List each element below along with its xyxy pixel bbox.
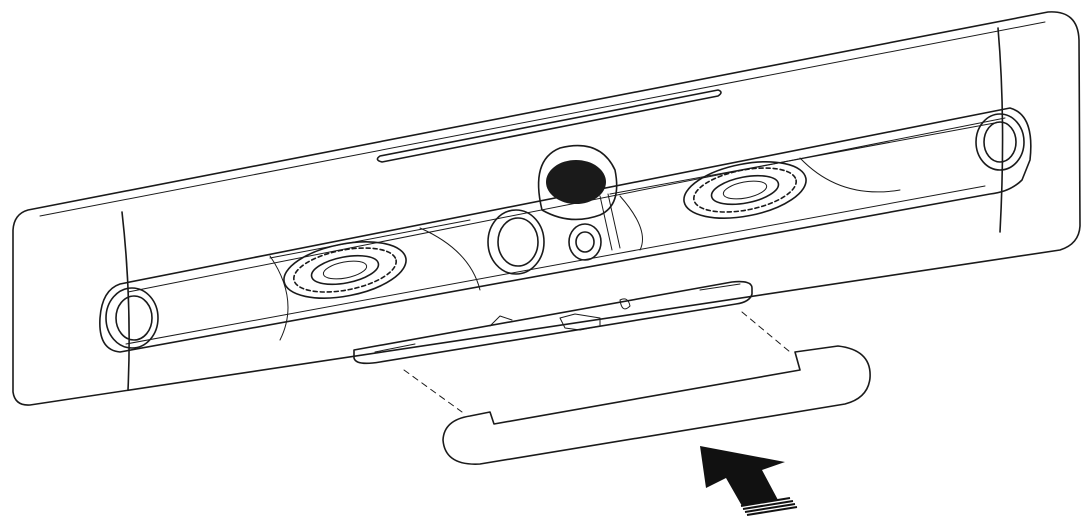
cover-plate-shape (442, 345, 871, 465)
bar-body-outline (12, 11, 1081, 406)
right-end-microphone-outer (975, 113, 1025, 171)
right-speaker (683, 161, 807, 219)
center-divider (599, 193, 621, 251)
grille-curve-left (269, 227, 481, 341)
panel-lower-edge (269, 121, 1001, 259)
left-end-cap-line (121, 211, 130, 391)
status-light-slot (376, 89, 722, 163)
center-sensor-large-inner (497, 217, 539, 267)
insertion-arrow-icon (700, 446, 798, 516)
video-bar-device (12, 11, 1081, 413)
bar-top-edge (39, 21, 1046, 217)
speaker-panel-outline (99, 107, 1032, 353)
center-sensor-small-inner (575, 231, 595, 253)
grille-curve-right (619, 157, 901, 251)
right-end-microphone-inner (983, 121, 1017, 163)
left-end-microphone-outer (105, 287, 159, 349)
arrow-head (700, 446, 785, 506)
center-sensor-small (568, 223, 602, 261)
center-sensor-large (487, 209, 545, 275)
speaker-panel-inner (125, 117, 1006, 345)
right-end-cap-line (997, 27, 1004, 233)
camera (537, 144, 618, 221)
camera-lens (546, 160, 606, 204)
mounting-bracket (353, 280, 753, 365)
left-speaker (283, 241, 407, 299)
guide-line-right (741, 311, 791, 353)
left-end-microphone-inner (115, 295, 153, 341)
cover-plate (442, 345, 871, 465)
arrow-motion-lines (740, 497, 798, 516)
guide-line-left (403, 369, 463, 413)
